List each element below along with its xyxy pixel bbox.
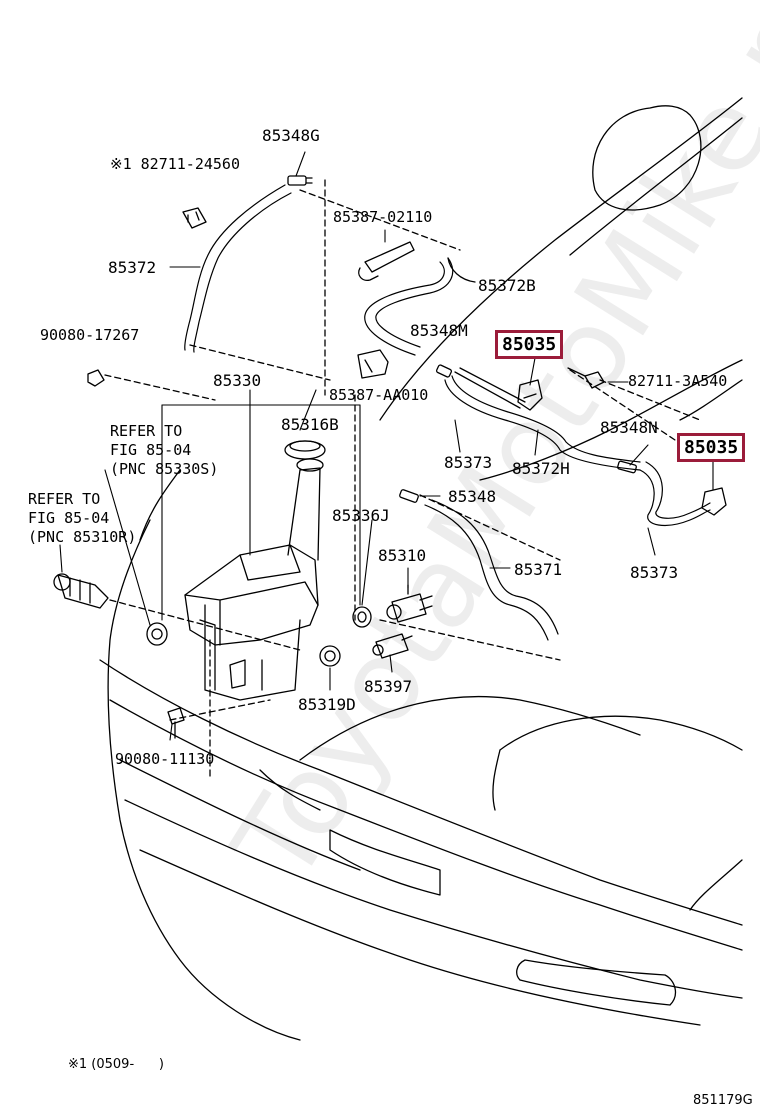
label-85035-left-highlighted[interactable]: 85035 <box>495 330 564 359</box>
hose-85372h-upper-b <box>459 367 526 403</box>
label-85330[interactable]: 85330 <box>213 371 262 390</box>
label-90080-17267[interactable]: 90080-17267 <box>40 326 140 344</box>
label-85372h[interactable]: 85372H <box>512 459 570 478</box>
grommet-85319d <box>319 645 341 667</box>
motor-85310r <box>53 573 109 609</box>
clip-82711-24560 <box>182 207 207 229</box>
label-85348[interactable]: 85348 <box>448 487 497 506</box>
clip-90080-17267 <box>87 369 105 387</box>
hose-85373-right <box>639 461 711 527</box>
label-85035-right-highlighted[interactable]: 85035 <box>677 433 746 462</box>
label-85316b[interactable]: 85316B <box>281 415 339 434</box>
label-85373-right[interactable]: 85373 <box>630 563 679 582</box>
label-85348n[interactable]: 85348N <box>600 418 658 437</box>
hose-85372h-upper <box>454 371 521 409</box>
fitting-85348n <box>617 460 637 474</box>
label-85336j[interactable]: 85336J <box>332 506 390 525</box>
diagram-code: 851179G <box>693 1093 753 1108</box>
grommet-85336j <box>352 606 372 628</box>
fitting-85348g <box>287 175 313 186</box>
label-85348g[interactable]: 85348G <box>262 126 320 145</box>
pump-85310 <box>386 584 433 623</box>
fitting-85348 <box>399 489 419 503</box>
car-body-outline <box>99 97 743 1041</box>
pump-85397 <box>372 633 413 659</box>
label-85397[interactable]: 85397 <box>364 677 413 696</box>
label-85387-aa010[interactable]: 85387-AA010 <box>329 386 429 404</box>
label-85310[interactable]: 85310 <box>378 546 427 565</box>
footnote-date-range: ※1 (0509- ) <box>68 1057 165 1072</box>
label-90080-11130[interactable]: 90080-11130 <box>115 750 215 768</box>
hose-85372b-leader <box>447 257 476 283</box>
label-85372[interactable]: 85372 <box>108 258 157 277</box>
label-85372b[interactable]: 85372B <box>478 276 536 295</box>
nozzle-85035-left <box>517 379 543 411</box>
label-82711-3a540[interactable]: 82711-3A540 <box>628 372 728 390</box>
clip-85387-aa010 <box>357 349 389 379</box>
label-85373-center[interactable]: 85373 <box>444 453 493 472</box>
label-85371[interactable]: 85371 <box>514 560 563 579</box>
label-leaders <box>59 151 714 741</box>
hose-85372 <box>184 184 292 353</box>
label-85387-02110[interactable]: 85387-02110 <box>333 208 433 226</box>
bracket-85387-02110 <box>358 241 415 281</box>
fitting-85348m <box>435 364 453 378</box>
note-refer-85310r: REFER TO FIG 85-04 (PNC 85310R) <box>28 490 137 546</box>
hose-85372b <box>364 257 454 356</box>
clip-82711-3a540 <box>567 367 605 389</box>
note-refer-85330s: REFER TO FIG 85-04 (PNC 85330S) <box>110 422 219 478</box>
washer-tank-85330 <box>184 458 324 701</box>
bolt-90080-11130 <box>167 707 185 739</box>
label-82711-24560[interactable]: ※1 82711-24560 <box>110 155 240 173</box>
cap-85316b <box>284 440 326 460</box>
nozzle-85035-right <box>701 487 727 516</box>
label-85319d[interactable]: 85319D <box>298 695 356 714</box>
label-85348m[interactable]: 85348M <box>410 321 468 340</box>
hose-85371 <box>424 499 559 641</box>
grommet-85330s <box>146 622 168 646</box>
hose-85373-upper <box>444 375 641 471</box>
